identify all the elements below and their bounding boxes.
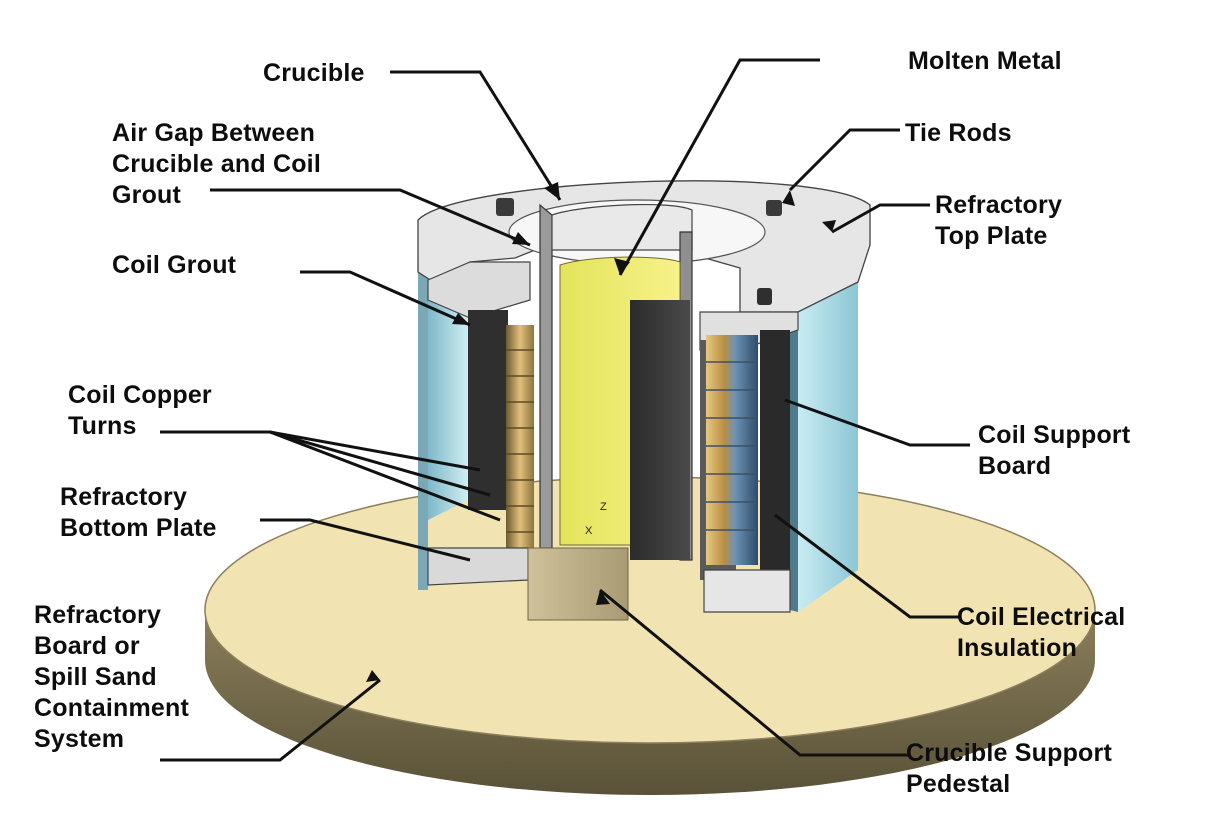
left-coil-stack <box>468 310 534 550</box>
label-air-gap: Air Gap Between Crucible and Coil Grout <box>112 119 321 209</box>
leader-lines <box>160 58 970 762</box>
label-crucible: Crucible <box>263 59 365 87</box>
leader-arrowheads <box>366 182 836 682</box>
label-coil-copper-turns: Coil Copper Turns <box>68 381 212 440</box>
label-refractory-board: Refractory Board or Spill Sand Containme… <box>34 601 189 753</box>
crucible-support-pedestal <box>527 547 629 621</box>
label-coil-support-board: Coil Support Board <box>978 421 1131 480</box>
crucible-cut-face <box>630 300 690 560</box>
label-refractory-top-plate: Refractory Top Plate <box>935 191 1063 250</box>
label-refractory-bottom-plate: Refractory Bottom Plate <box>60 483 217 542</box>
label-coil-electrical-insulation: Coil Electrical Insulation <box>957 603 1126 662</box>
axis-label-x: X <box>585 525 593 537</box>
label-molten-metal: Molten Metal <box>908 47 1062 75</box>
coil-support-shell <box>418 272 858 612</box>
right-coil-stack <box>700 330 791 613</box>
label-coil-grout: Coil Grout <box>112 251 237 279</box>
label-tie-rods: Tie Rods <box>905 119 1012 147</box>
axis-label-z: Z <box>600 501 607 513</box>
label-crucible-support-pedestal: Crucible Support Pedestal <box>906 739 1112 798</box>
